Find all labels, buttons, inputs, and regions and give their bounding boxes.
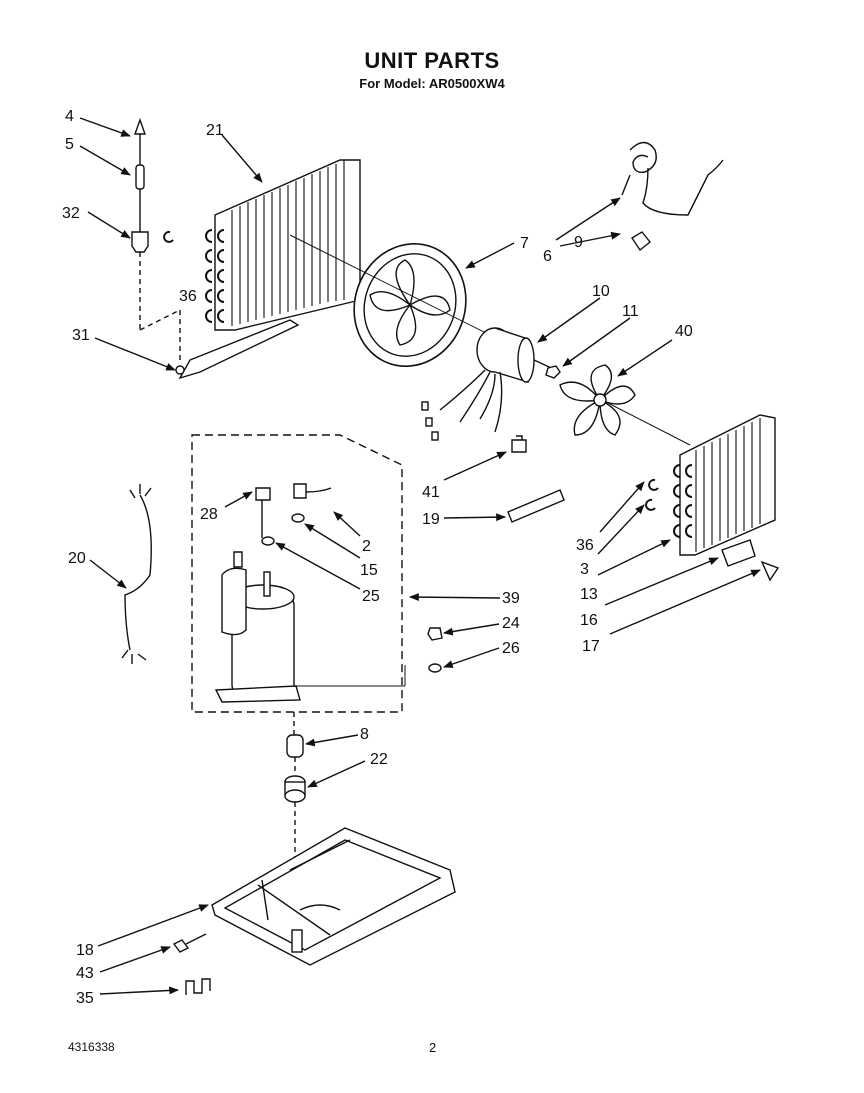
drain-tube bbox=[178, 319, 300, 380]
evaporator-coil bbox=[205, 159, 361, 331]
callout-31: 31 bbox=[72, 327, 90, 344]
screw-43 bbox=[172, 933, 207, 953]
part-drawings bbox=[121, 117, 780, 995]
callout-35: 35 bbox=[76, 990, 94, 1007]
clip-35 bbox=[185, 978, 211, 995]
callout-16: 16 bbox=[580, 612, 598, 629]
blower-wheel bbox=[289, 234, 511, 368]
callout-labels: 4 5 32 21 36 31 7 6 9 10 11 40 41 19 36 … bbox=[62, 108, 693, 1007]
callout-26: 26 bbox=[502, 640, 520, 657]
clip-36-right-icon bbox=[648, 478, 659, 491]
callout-11: 11 bbox=[622, 303, 639, 320]
callout-4: 4 bbox=[65, 108, 74, 125]
wiring-harness bbox=[121, 484, 152, 664]
callout-22: 22 bbox=[370, 751, 388, 768]
callout-5: 5 bbox=[65, 136, 74, 153]
callout-2: 2 bbox=[362, 538, 371, 555]
callout-10: 10 bbox=[592, 283, 610, 300]
condenser-fan-blade bbox=[559, 364, 691, 446]
callout-17: 17 bbox=[582, 638, 600, 655]
callout-32: 32 bbox=[62, 205, 80, 222]
base-pan bbox=[211, 827, 456, 966]
label-17 bbox=[760, 560, 780, 582]
grommet-22 bbox=[284, 775, 306, 803]
callout-7: 7 bbox=[520, 235, 529, 252]
callout-43: 43 bbox=[76, 965, 94, 982]
condenser-coil bbox=[673, 414, 776, 556]
compressor bbox=[214, 551, 301, 703]
callout-9: 9 bbox=[574, 234, 583, 251]
capillary-tube-assembly bbox=[131, 117, 181, 362]
callout-8: 8 bbox=[360, 726, 369, 743]
callout-21: 21 bbox=[206, 122, 224, 139]
clip-left-icon bbox=[163, 230, 174, 243]
overload-2 bbox=[293, 483, 332, 499]
nut-11 bbox=[545, 365, 561, 379]
grommet-cover bbox=[291, 513, 305, 523]
callout-41: 41 bbox=[422, 484, 440, 501]
clip-9-icon bbox=[631, 231, 651, 252]
document-number: 4316338 bbox=[68, 1040, 115, 1054]
nut-24 bbox=[427, 627, 443, 641]
control-cable bbox=[621, 141, 724, 216]
page-number: 2 bbox=[429, 1040, 437, 1055]
thermal-protector-28 bbox=[255, 487, 271, 538]
washer-15 bbox=[261, 536, 275, 546]
callout-25: 25 bbox=[362, 588, 380, 605]
sleeve-8 bbox=[286, 734, 304, 758]
callout-20: 20 bbox=[68, 550, 86, 567]
page-title: UNIT PARTS bbox=[364, 48, 500, 73]
leader-lines bbox=[79, 117, 761, 995]
bracket-19 bbox=[507, 489, 565, 523]
callout-15: 15 bbox=[360, 562, 378, 579]
clip-3-icon bbox=[645, 498, 656, 511]
callout-3: 3 bbox=[580, 561, 589, 578]
compressor-assembly-box bbox=[191, 434, 403, 713]
fan-motor bbox=[421, 327, 561, 441]
callout-28: 28 bbox=[200, 506, 218, 523]
insulation-16 bbox=[721, 539, 756, 567]
callout-24: 24 bbox=[502, 615, 520, 632]
callout-36-left: 36 bbox=[179, 288, 197, 305]
callout-40: 40 bbox=[675, 323, 693, 340]
model-subtitle: For Model: AR0500XW4 bbox=[359, 76, 505, 91]
callout-13: 13 bbox=[580, 586, 598, 603]
washer-26 bbox=[428, 663, 442, 673]
callout-6: 6 bbox=[543, 248, 552, 265]
connector-41 bbox=[511, 435, 527, 453]
callout-18: 18 bbox=[76, 942, 94, 959]
callout-36-right: 36 bbox=[576, 537, 594, 554]
callout-39: 39 bbox=[502, 590, 520, 607]
callout-19: 19 bbox=[422, 511, 440, 528]
